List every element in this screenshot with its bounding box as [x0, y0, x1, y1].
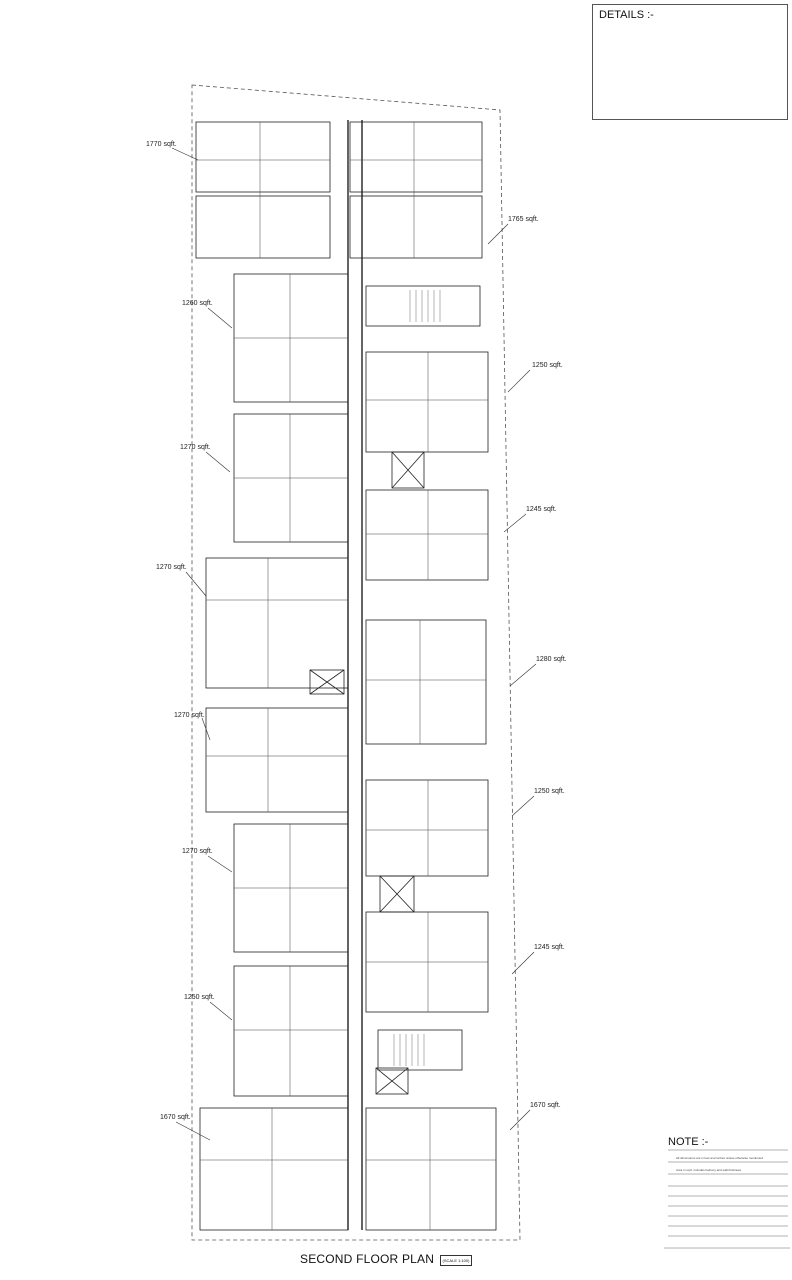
- plan-scale: (SCALE 1:100): [440, 1255, 472, 1266]
- unit-right-4: [365, 779, 489, 877]
- unit-bottom-left: [199, 1107, 349, 1231]
- unit-right-2: [365, 489, 489, 581]
- area-label: 1270 sqft.: [174, 712, 205, 719]
- note-title: NOTE :-: [668, 1136, 709, 1148]
- area-label: 1670 sqft.: [160, 1114, 191, 1121]
- area-label: 1670 sqft.: [530, 1102, 561, 1109]
- staircase-bottom: [377, 1029, 463, 1071]
- area-label: 1765 sqft.: [508, 216, 539, 223]
- unit-left-3: [205, 557, 349, 689]
- area-label: 1280 sqft.: [536, 656, 567, 663]
- unit-left-6: [233, 965, 349, 1097]
- area-label: 1245 sqft.: [526, 506, 557, 513]
- area-label: 1270 sqft.: [156, 564, 187, 571]
- unit-right-3: [365, 619, 487, 745]
- details-title: DETAILS :-: [599, 9, 654, 21]
- site-boundary: [191, 84, 521, 1241]
- area-label: 1250 sqft.: [532, 362, 563, 369]
- area-label: 1245 sqft.: [534, 944, 565, 951]
- area-label: 1270 sqft.: [182, 848, 213, 855]
- unit-top-left: [195, 121, 331, 193]
- note-line: Area in sq.ft. includes balcony and wall…: [676, 1168, 742, 1172]
- unit-bottom-right: [365, 1107, 497, 1231]
- note-box: NOTE :- All dimensions are in feet and i…: [662, 1136, 788, 1248]
- staircase-top: [365, 285, 481, 327]
- area-label: 1770 sqft.: [146, 141, 177, 148]
- unit-right-1: [365, 351, 489, 453]
- note-line: All dimensions are in feet and inches un…: [676, 1156, 764, 1160]
- unit-top-right: [349, 121, 483, 193]
- area-label: 1250 sqft.: [534, 788, 565, 795]
- area-label: 1270 sqft.: [180, 444, 211, 451]
- area-label: 1250 sqft.: [184, 994, 215, 1001]
- area-label: 1260 sqft.: [182, 300, 213, 307]
- unit-left-4: [205, 707, 349, 813]
- plan-title: SECOND FLOOR PLAN: [300, 1252, 435, 1266]
- details-box: DETAILS :-: [592, 4, 788, 120]
